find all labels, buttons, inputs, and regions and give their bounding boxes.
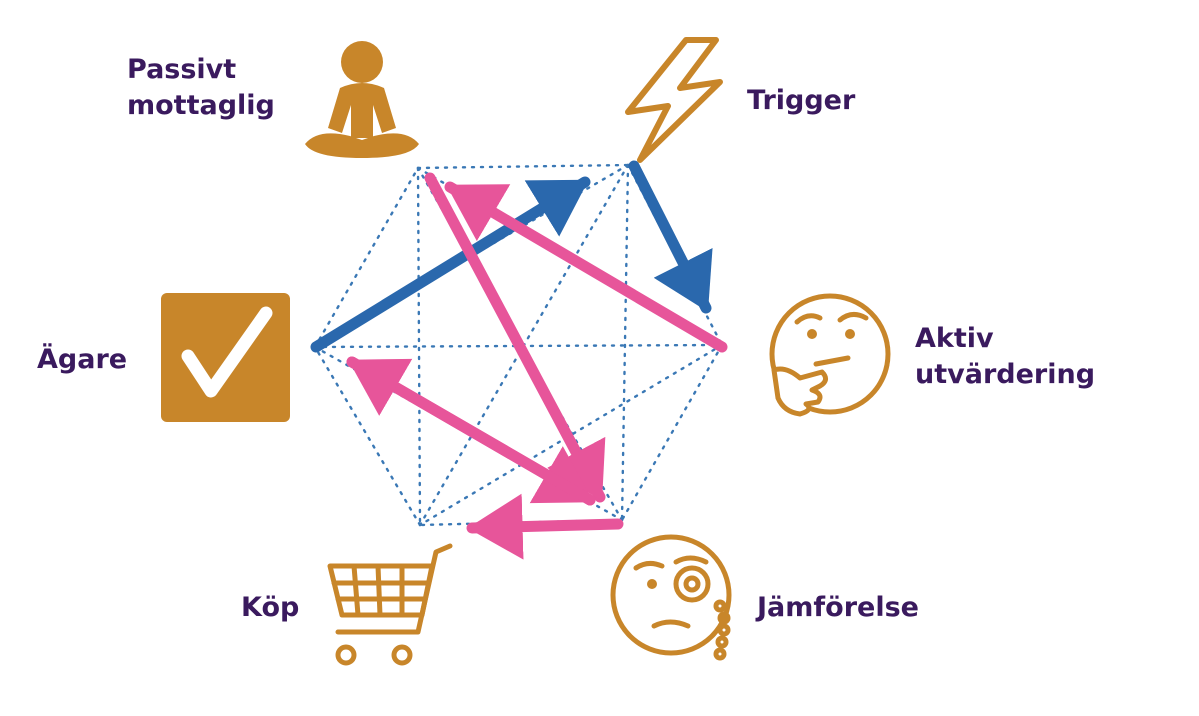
meditation-icon xyxy=(305,41,419,158)
monocle-face-icon xyxy=(610,534,732,661)
label-active: Aktiv utvärdering xyxy=(915,323,1096,390)
label-trigger: Trigger xyxy=(747,85,856,116)
lightning-icon xyxy=(625,37,723,163)
shopping-cart-icon xyxy=(327,543,453,666)
thinking-face-icon xyxy=(769,293,891,417)
arrow-active-to-passive xyxy=(444,181,728,353)
pink-arrows xyxy=(346,172,728,560)
arrow-passive-to-comparison xyxy=(424,172,606,503)
arrow-comparison-to-owner xyxy=(346,356,596,506)
arrow-trigger-to-active xyxy=(628,160,713,314)
label-passive: Passivt mottaglig xyxy=(127,54,275,121)
label-purchase: Köp xyxy=(241,592,300,623)
blue-arrows xyxy=(310,160,713,353)
label-owner: Ägare xyxy=(37,344,128,375)
arrow-comparison-to-purchase xyxy=(466,493,624,560)
checkbox-icon xyxy=(161,293,290,422)
label-comparison: Jämförelse xyxy=(757,592,919,623)
arrow-owner-to-trigger xyxy=(310,176,591,353)
